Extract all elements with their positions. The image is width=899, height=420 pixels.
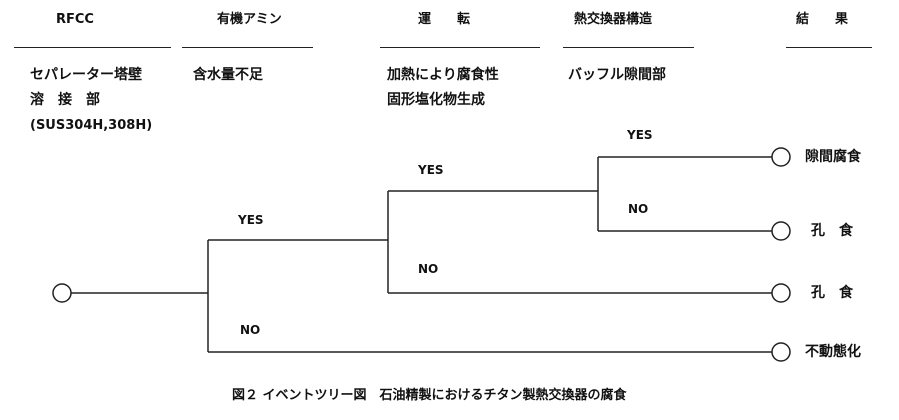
- header-underline-amine: [182, 47, 313, 48]
- column-header-operation: 運 転: [418, 12, 471, 27]
- outcome-label-2: 孔 食: [811, 223, 853, 239]
- header-underline-rfcc: [14, 47, 171, 48]
- outcome-node-2: [771, 221, 791, 241]
- branch-label-operation-yes: YES: [418, 163, 444, 177]
- outcome-label-3: 孔 食: [811, 285, 853, 301]
- branch-label-structure-no: NO: [628, 202, 649, 216]
- rfcc-desc-line-3: (SUS304H,308H): [30, 118, 153, 133]
- outcome-label-4: 不動態化: [805, 344, 861, 360]
- rfcc-desc-line-1: セパレーター塔壁: [30, 67, 142, 83]
- column-header-amine: 有機アミン: [217, 12, 282, 27]
- column-header-rfcc: RFCC: [56, 12, 94, 27]
- figure-caption: 図２ イベントツリー図 石油精製におけるチタン製熱交換器の腐食: [232, 388, 627, 403]
- amine-desc: 含水量不足: [193, 67, 263, 83]
- branch-label-structure-yes: YES: [627, 128, 653, 142]
- header-underline-result: [786, 47, 872, 48]
- column-header-structure: 熱交換器構造: [574, 12, 653, 27]
- structure-desc: バッフル隙間部: [568, 67, 666, 83]
- outcome-node-3: [771, 283, 791, 303]
- outcome-label-1: 隙間腐食: [805, 149, 861, 165]
- header-underline-operation: [380, 47, 540, 48]
- header-underline-structure: [563, 47, 694, 48]
- column-header-result: 結 果: [796, 12, 849, 27]
- branch-label-amine-yes: YES: [238, 213, 264, 227]
- outcome-node-4: [771, 342, 791, 362]
- outcome-node-1: [771, 147, 791, 167]
- operation-desc-line-2: 固形塩化物生成: [387, 92, 485, 108]
- branch-label-operation-no: NO: [418, 262, 439, 276]
- branch-label-amine-no: NO: [240, 323, 261, 337]
- root-node: [52, 283, 72, 303]
- operation-desc-line-1: 加熱により腐食性: [387, 67, 499, 83]
- rfcc-desc-line-2: 溶 接 部: [30, 92, 100, 108]
